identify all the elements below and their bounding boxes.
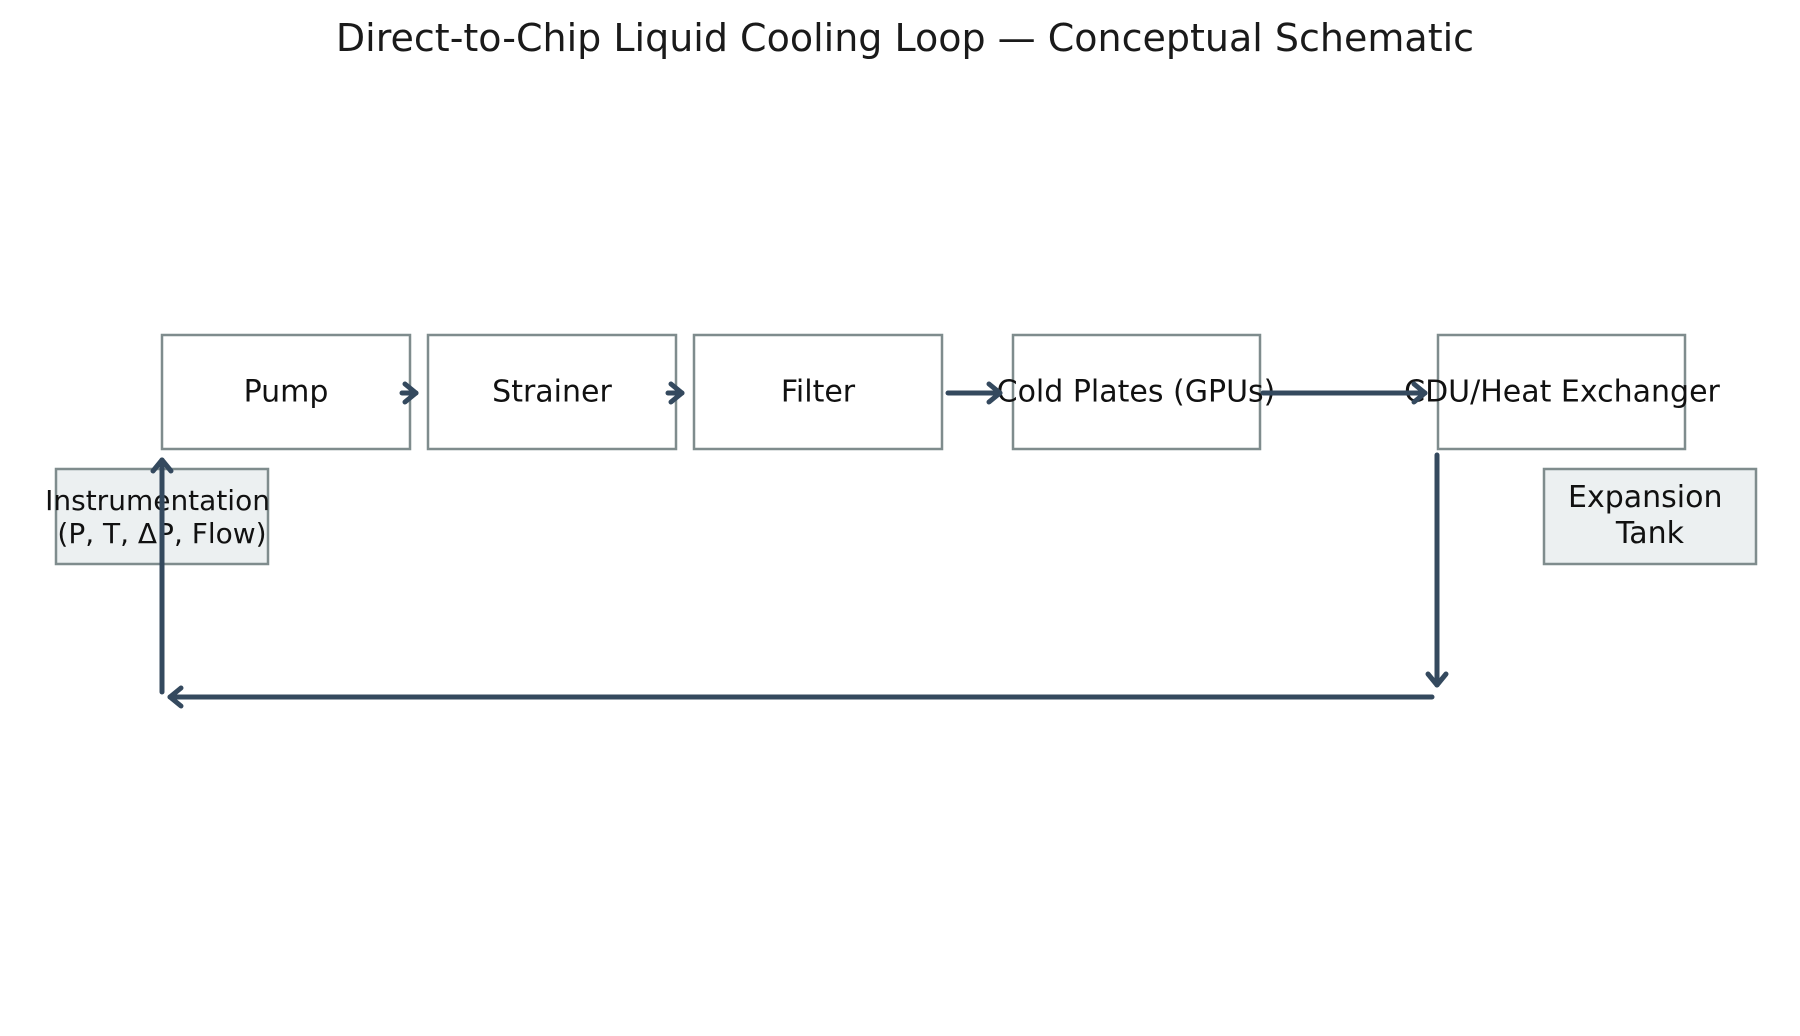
cold-plates-box <box>1011 333 1262 451</box>
cold-plates-label: Cold Plates (GPUs) <box>997 375 1276 410</box>
arrow-cold-plates-to-cdu <box>1260 381 1428 405</box>
expansion-tank-box <box>1542 467 1758 566</box>
expansion-tank-block: Expansion Tank <box>1542 467 1758 566</box>
strainer-box <box>426 333 678 451</box>
flow-arrows <box>150 381 1449 709</box>
arrow-cdu-down <box>1425 452 1449 688</box>
arrow-return-line <box>167 685 1435 709</box>
cdu-label: CDU/Heat Exchanger <box>1404 375 1720 410</box>
arrow-pump-to-strainer <box>399 381 419 405</box>
cdu-box <box>1436 333 1687 451</box>
strainer-block: Strainer <box>426 333 678 451</box>
filter-block: Filter <box>692 333 944 451</box>
arrow-filter-to-cold-plates <box>945 381 1003 405</box>
pump-label: Pump <box>244 375 329 410</box>
strainer-label: Strainer <box>492 375 612 410</box>
arrow-return-up-to-pump <box>150 457 174 695</box>
expansion-tank-line-1: Expansion <box>1568 480 1722 515</box>
expansion-tank-label: Expansion Tank <box>1568 480 1732 551</box>
pump-block: Pump <box>160 333 412 451</box>
diagram-title: Direct-to-Chip Liquid Cooling Loop — Con… <box>336 16 1474 60</box>
cold-plates-block: Cold Plates (GPUs) <box>997 333 1276 451</box>
pump-box <box>160 333 412 451</box>
arrow-strainer-to-filter <box>665 381 685 405</box>
filter-box <box>692 333 944 451</box>
cdu-block: CDU/Heat Exchanger <box>1404 333 1721 451</box>
expansion-tank-line-2: Tank <box>1615 516 1685 551</box>
instrumentation-line-1: Instrumentation <box>45 484 270 517</box>
filter-label: Filter <box>781 375 856 410</box>
